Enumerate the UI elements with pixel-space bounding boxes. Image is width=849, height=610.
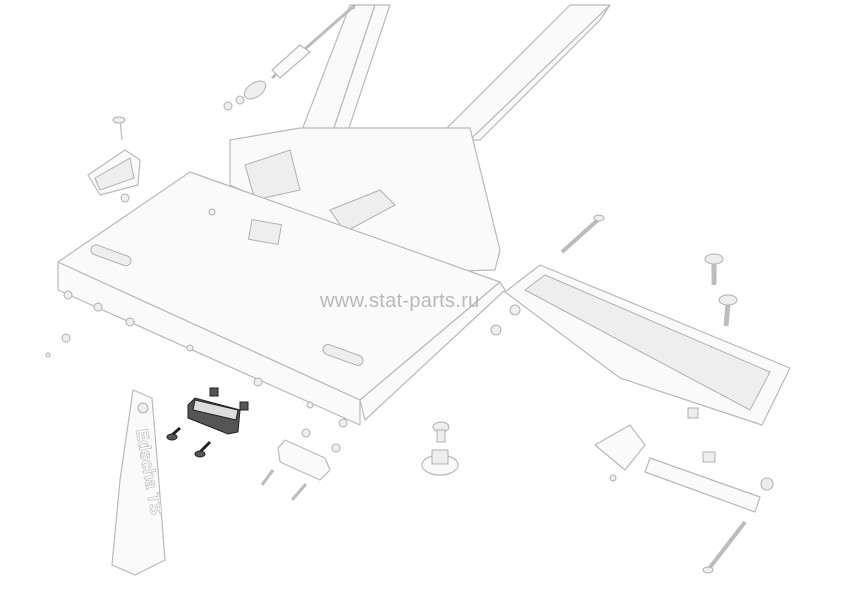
handle-mount-parts bbox=[45, 333, 341, 501]
gas-spring bbox=[594, 424, 774, 574]
screws-right bbox=[560, 214, 738, 419]
rod-and-spring bbox=[223, 3, 356, 111]
upper-rails bbox=[299, 4, 611, 141]
release-strap: Edscha TS bbox=[111, 389, 166, 576]
watermark: www.stat-parts.ru bbox=[320, 290, 480, 312]
latch-part bbox=[87, 116, 141, 203]
lower-rail bbox=[490, 264, 791, 426]
frame-bracket bbox=[244, 149, 301, 201]
main-seat-plate bbox=[57, 171, 506, 428]
knob bbox=[421, 421, 459, 476]
highlighted-part bbox=[166, 387, 249, 458]
